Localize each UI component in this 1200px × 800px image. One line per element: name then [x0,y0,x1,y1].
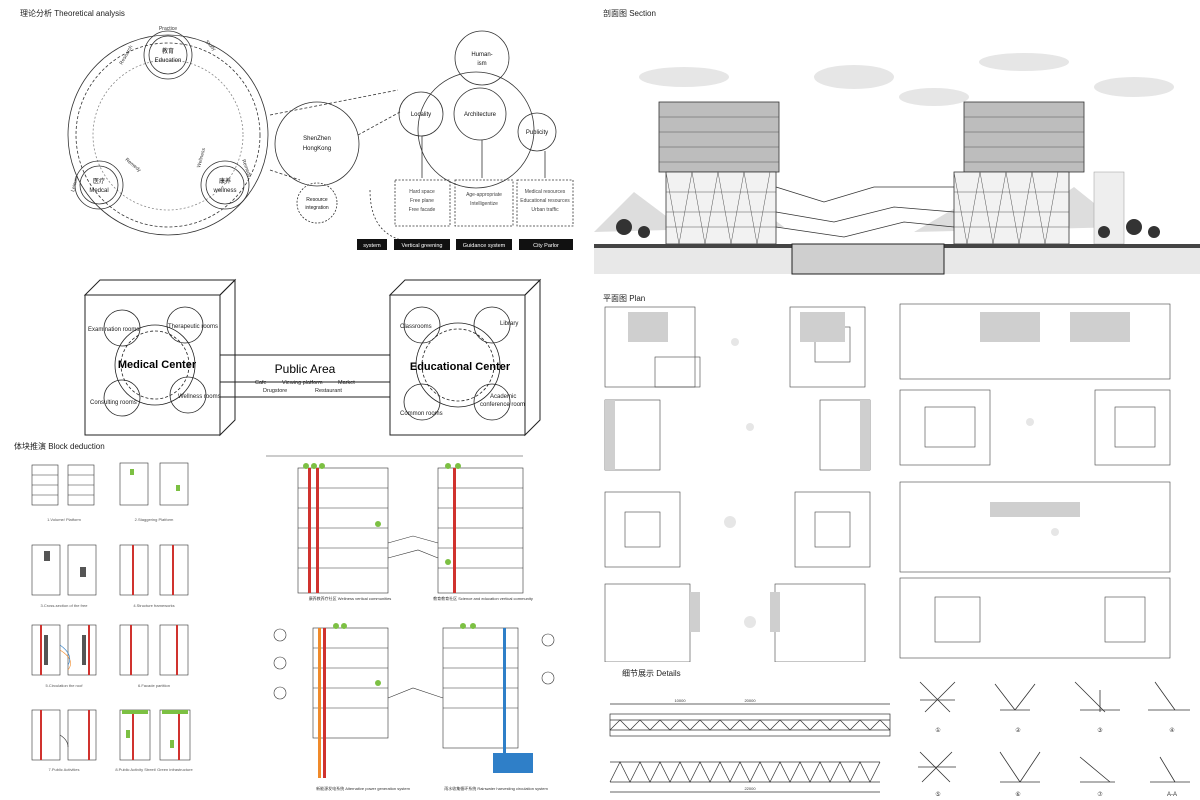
locality-label: Locality [411,112,431,118]
section-title: 剖面图 Section [603,9,656,18]
architecture-label: Architecture [464,112,497,118]
analysis2-right-caption: 雨水收集循环系统 Rainwater harvesting circulatio… [444,785,548,791]
box3-line: Educational resources [520,198,570,204]
box1-line: Free plane [410,198,434,204]
ring-word: Remedy [124,157,143,174]
medical-en: Medcal [89,188,108,194]
ring-word: Leisure [70,175,80,193]
public-item: Cafe [255,380,267,386]
dim-label: 22000 [744,786,756,791]
tag-greening: Vertical greening [402,243,443,249]
room-label: conference room [480,402,525,408]
room-label: Examination rooms [88,327,139,333]
theory-diagram: 教育 Education 医疗 Medcal 康养 wellness ShenZ… [67,26,574,250]
educational-center-title: Educational Center [410,361,511,373]
box2-line: Intelligentize [470,201,498,207]
block-caption: 1.Volume/ Platform [47,517,81,522]
box3-line: Urban traffic [531,207,559,213]
city-sz: ShenZhen [303,136,331,142]
block-caption: 2.Staggering Platform [135,517,174,522]
box1-line: Hard space [409,189,435,195]
tag-system: system [363,243,381,249]
ring-word: Practice [159,26,177,32]
block-caption: 4.Structure frameworks [133,603,174,608]
tag-parlor: City Parlor [533,243,559,249]
wellness-cn: 康养 [219,177,231,185]
detail-number: ① [935,727,940,734]
room-label: Common rooms [400,411,443,417]
medical-cn: 医疗 [93,177,105,185]
detail-number: A-A [1167,792,1177,798]
box2-line: Age-appropriate [466,192,502,198]
block-caption: 3.Cross-section of the free [41,603,89,608]
room-label: Consulting rooms [90,400,137,406]
dim-label: 10000 [674,698,686,703]
resource-2: integration [305,205,329,211]
details: 20000 22000 10000 ① ② ③ ④ ⑤ ⑥ ⑦ A-A [609,681,1190,798]
ring-word: Research [119,44,135,66]
room-label: Academic [490,394,516,400]
block-caption: 6.Facade partition [138,683,170,688]
detail-number: ③ [1097,727,1102,734]
box1-line: Free facade [409,207,436,213]
section-drawing [594,53,1200,275]
detail-number: ⑦ [1097,791,1103,798]
detail-number: ⑤ [935,791,940,798]
public-area-title: Public Area [275,362,336,376]
dim-label: 20000 [744,698,756,703]
resource-1: Resource [306,197,328,203]
ring-word: Wellness [196,147,207,169]
public-item: Market [338,380,355,386]
public-item: Viewing platform [282,380,323,386]
block-deduction: 1.Volume/ Platform 2.Staggering Platform… [31,462,193,772]
humanism-2: ism [477,61,486,67]
education-cn: 教育 [162,47,174,55]
room-label: Classrooms [400,324,432,330]
analysis-diagrams: 康养教养疗社区 Wellness vertical communities 教育… [266,455,555,791]
tag-guidance: Guidance system [463,243,506,249]
city-hk: HongKong [303,146,331,152]
details-title: 细节展示 Details [622,669,681,678]
room-label: Wellness rooms [178,394,221,400]
public-item: Restaurant [315,388,342,394]
detail-number: ⑥ [1015,791,1020,798]
analysis1-right-caption: 教育教育社区 Science and education vertical co… [433,595,533,601]
detail-number: ④ [1169,727,1174,734]
plan-title: 平面图 Plan [603,294,646,303]
wellness-en: wellness [212,188,236,194]
theory-title: 理论分析 Theoretical analysis [20,9,125,18]
public-item: Drugstore [263,388,287,394]
box3-line: Medical resources [525,189,566,195]
detail-number: ② [1015,727,1021,734]
block-title: 体块推演 Block deduction [14,442,105,451]
analysis1-left-caption: 康养教养疗社区 Wellness vertical communities [309,595,392,601]
humanism-1: Human- [471,52,492,58]
block-caption: 5.Circulation the roof [46,683,84,688]
room-label: Library [500,321,518,327]
block-caption: 7.Public Activities [49,767,80,772]
publicity-label: Publicity [526,130,548,136]
room-label: Therapeutic rooms [168,324,218,330]
analysis2-left-caption: 新能源发电系统 Alternative power generation sys… [316,785,410,791]
education-en: Education [155,58,182,64]
block-caption: 8.Public Activity Street/ Green infrastr… [115,767,193,772]
centers-diagram: Examination rooms Therapeutic rooms Cons… [83,278,542,437]
medical-center-title: Medical Center [118,359,197,371]
plans [604,303,1171,662]
